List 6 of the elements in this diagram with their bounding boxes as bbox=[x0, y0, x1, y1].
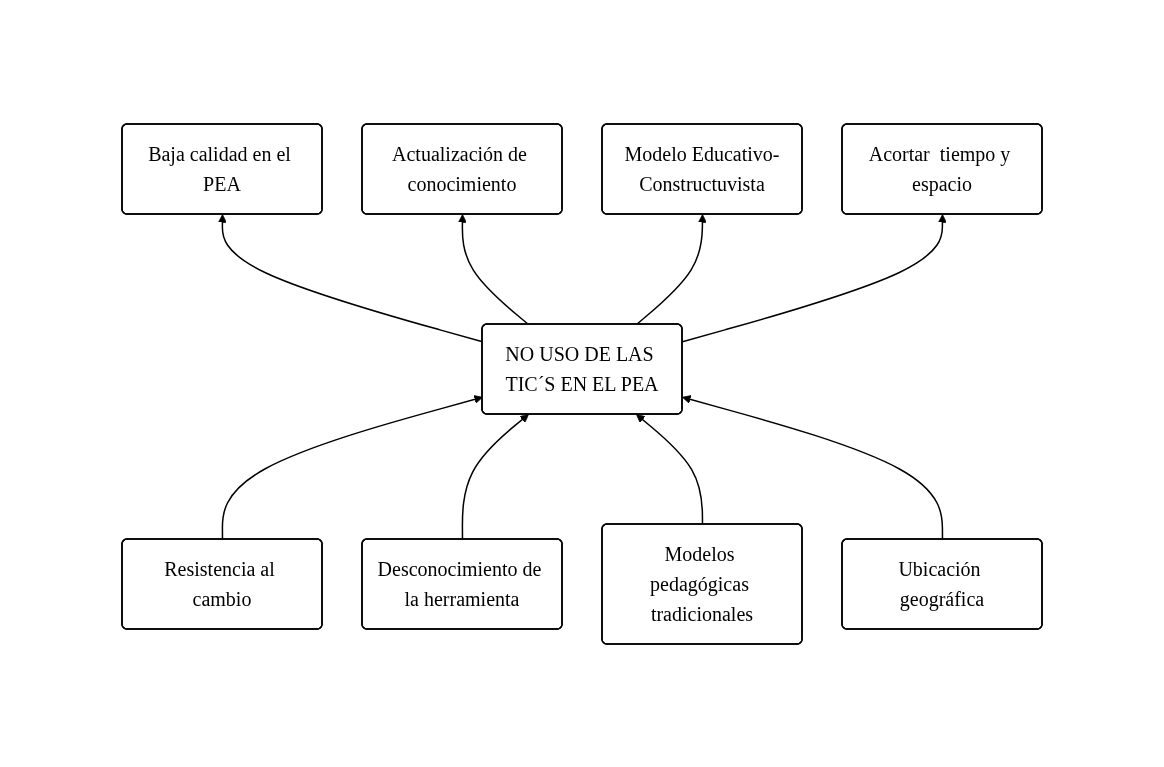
arrow bbox=[682, 394, 944, 540]
arrow bbox=[636, 413, 704, 525]
arrow bbox=[635, 213, 707, 325]
arrow bbox=[461, 413, 529, 540]
arrow bbox=[458, 213, 530, 325]
arrow bbox=[221, 394, 483, 540]
